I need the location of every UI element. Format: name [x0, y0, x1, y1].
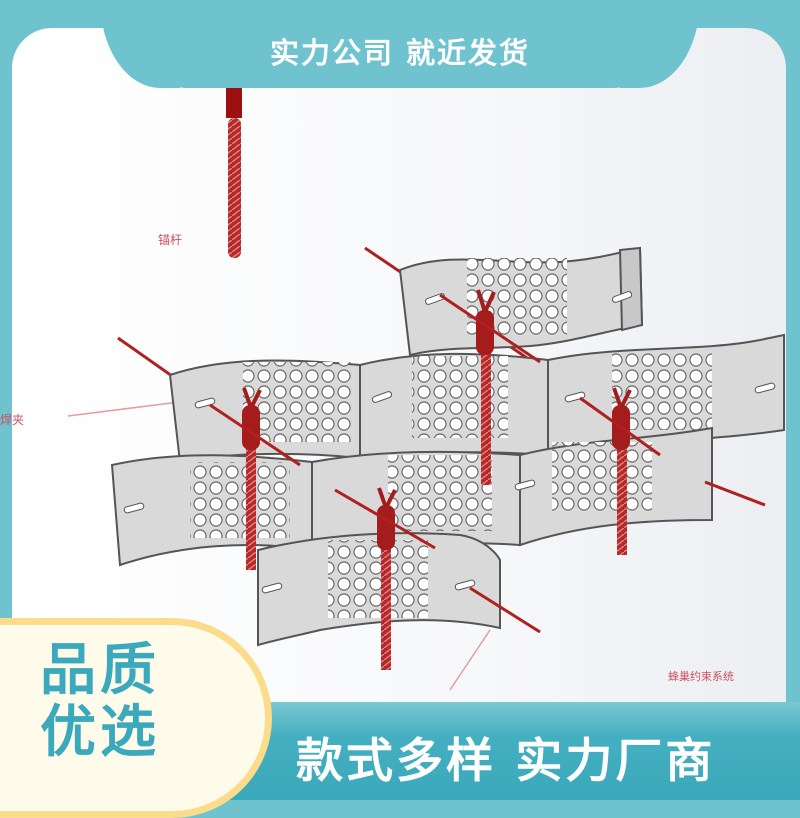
- label-system: 蜂巢约束系统: [668, 670, 734, 683]
- honeycomb-cell: [257, 532, 501, 647]
- anchor-rod-icon: [226, 88, 242, 258]
- honeycomb-cell: [311, 450, 521, 552]
- badge-line-1: 品质: [40, 638, 160, 703]
- label-weld: 焊夹: [0, 413, 25, 427]
- quality-badge: [0, 618, 272, 818]
- top-tab: [150, 0, 650, 88]
- honeycomb-diagram: [67, 88, 785, 691]
- honeycomb-cell: [359, 352, 549, 460]
- top-title: 实力公司 就近发货: [269, 36, 531, 70]
- badge-text: 品质 优选: [40, 640, 180, 764]
- honeycomb-cell: [398, 246, 644, 357]
- bottom-slogan: 款式多样 实力厂商: [296, 734, 716, 789]
- label-anchor-rod: 锚杆: [158, 233, 183, 247]
- honeycomb-cell: [168, 359, 361, 464]
- badge-line-2: 优选: [40, 700, 160, 765]
- honeycomb-cell: [514, 426, 713, 547]
- honeycomb-cell: [110, 454, 313, 567]
- anchor-clip-icon: [242, 387, 262, 570]
